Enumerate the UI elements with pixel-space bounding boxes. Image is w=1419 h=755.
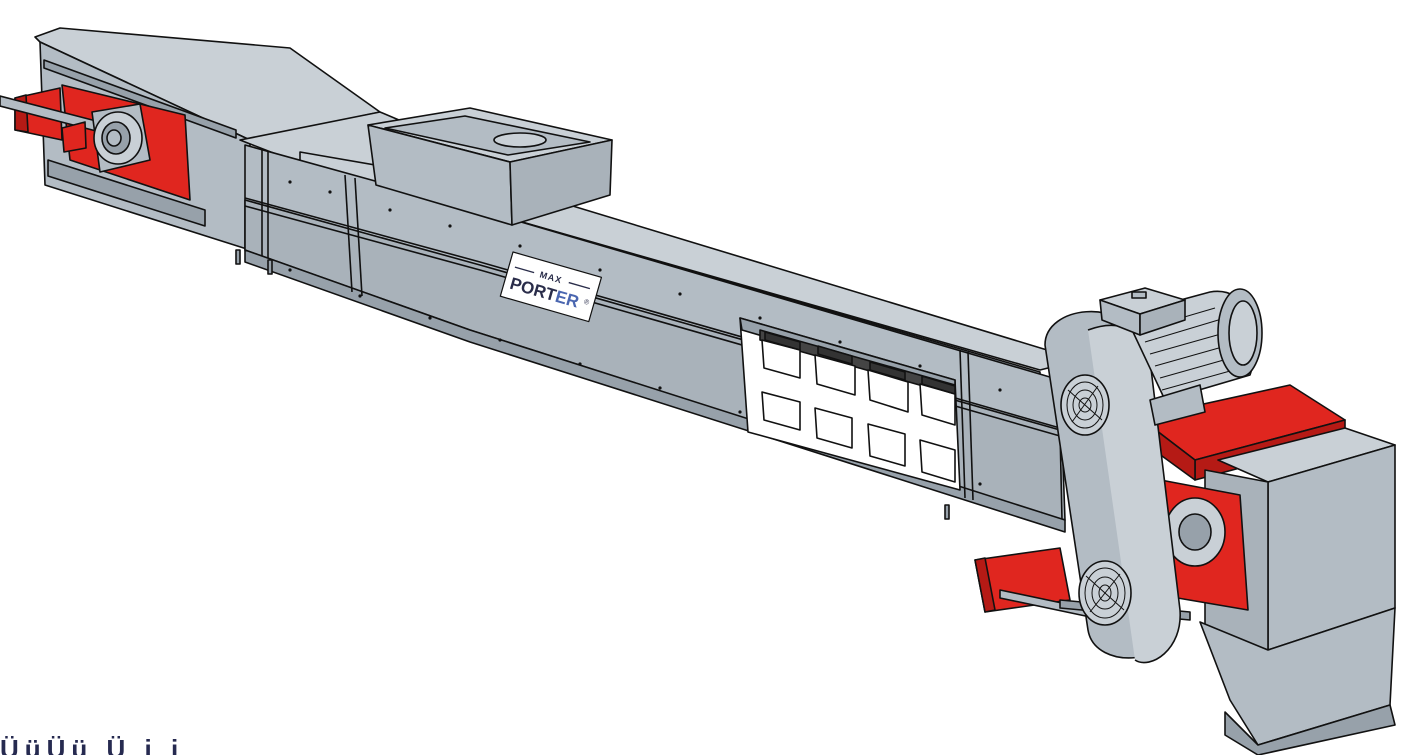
tail-section bbox=[0, 27, 381, 251]
support-tabs bbox=[235, 249, 950, 520]
belt-guard bbox=[1044, 310, 1181, 664]
cropped-caption: ÜüÜü Ü i i bbox=[0, 736, 185, 755]
fan-grille-icon bbox=[1060, 374, 1110, 436]
bearing-housing-icon bbox=[91, 103, 151, 173]
head-section bbox=[974, 384, 1396, 755]
inlet-hopper bbox=[367, 107, 613, 226]
electric-motor-icon bbox=[1099, 287, 1263, 426]
registered-mark: ® bbox=[583, 298, 591, 307]
fan-grille-icon bbox=[1078, 560, 1132, 626]
inspection-window bbox=[739, 317, 961, 491]
scraper-paddle-icon bbox=[761, 339, 956, 483]
brand-logo: MAX PORTER ® bbox=[499, 251, 603, 323]
drive-bearing bbox=[1164, 497, 1226, 567]
